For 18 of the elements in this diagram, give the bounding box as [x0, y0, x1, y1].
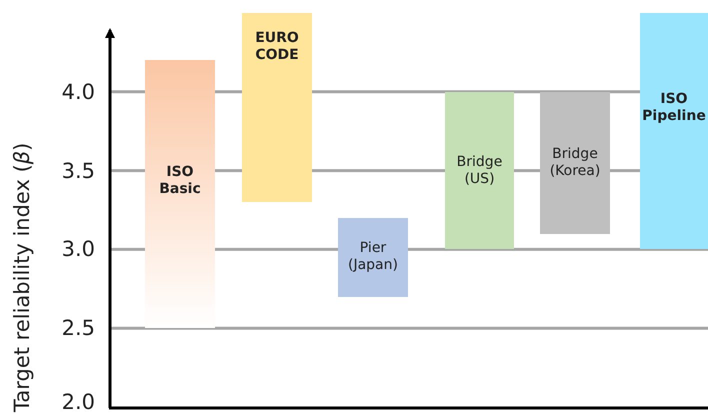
bar-label: Bridge (US)	[456, 154, 504, 188]
range-bar	[242, 13, 312, 202]
bar-label: ISO Basic	[158, 164, 202, 198]
range-bar	[540, 92, 610, 234]
range-bar	[145, 60, 215, 328]
tick-label: 3.0	[60, 237, 95, 262]
tick-label: 2.5	[60, 316, 95, 340]
tick-label: 4.0	[60, 80, 95, 104]
range-bar	[640, 13, 708, 250]
axis-title: Target reliability index (β)	[10, 142, 34, 412]
range-bar	[445, 92, 514, 250]
range-bar	[338, 218, 408, 297]
bar-label: Bridge (Korea)	[548, 146, 602, 180]
bar-label: EURO CODE	[254, 30, 300, 64]
tick-label: 2.0	[60, 390, 95, 414]
bar-label: Pier (Japan)	[347, 240, 399, 274]
bar-label: ISO Pipeline	[641, 90, 707, 125]
tick-label: 3.5	[60, 158, 95, 183]
